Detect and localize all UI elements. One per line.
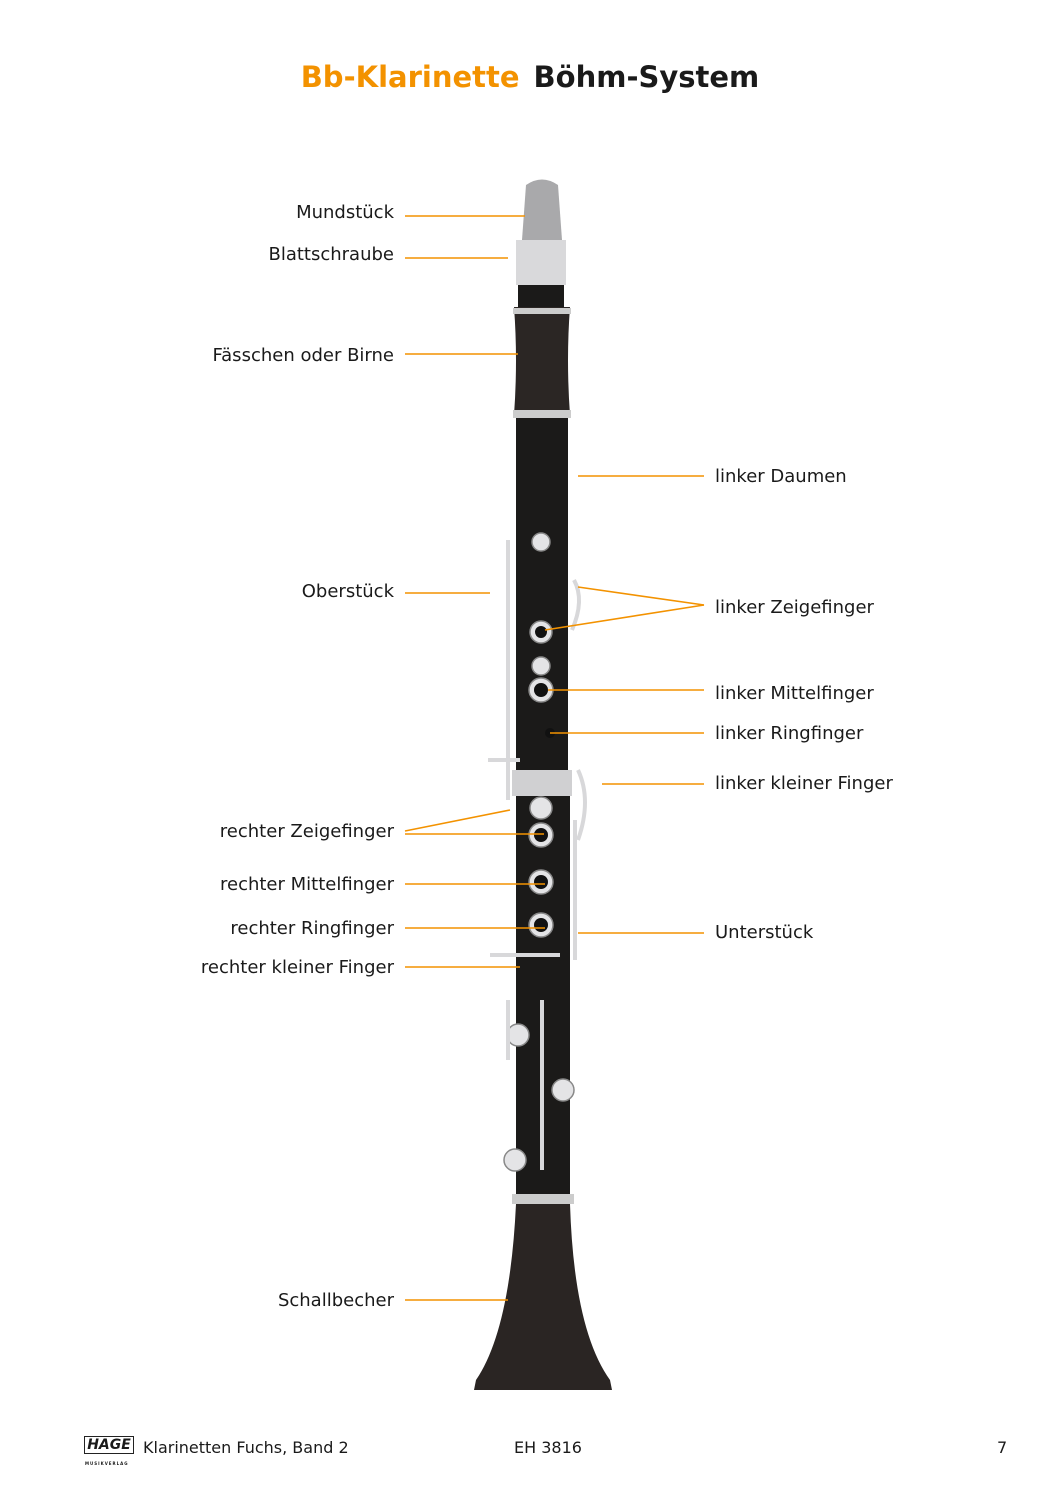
- label-rechter-mittelfinger: rechter Mittelfinger: [219, 874, 394, 895]
- ligature: [516, 240, 566, 285]
- title-system: Böhm-System: [533, 60, 760, 94]
- label-blattschraube: Blattschraube: [268, 244, 394, 265]
- label-linker-ringfinger: linker Ringfinger: [715, 723, 864, 744]
- label-unterstueck: Unterstück: [715, 922, 814, 943]
- label-linker-mittelfinger: linker Mittelfinger: [715, 683, 874, 704]
- mouthpiece: [522, 179, 562, 240]
- footer-book-title: Klarinetten Fuchs, Band 2: [143, 1438, 349, 1457]
- page-title: Bb-Klarinette Böhm-System: [0, 60, 1060, 94]
- label-schallbecher: Schallbecher: [277, 1290, 394, 1311]
- label-rechter-zeigefinger: rechter Zeigefinger: [219, 821, 394, 842]
- upper-joint: [516, 418, 568, 798]
- label-faesschen: Fässchen oder Birne: [212, 345, 394, 366]
- label-rechter-kleiner-finger: rechter kleiner Finger: [200, 957, 394, 978]
- title-instrument: Bb-Klarinette: [300, 60, 520, 94]
- clarinet-image: [474, 179, 612, 1390]
- page-number: 7: [997, 1438, 1008, 1457]
- label-linker-zeigefinger: linker Zeigefinger: [715, 597, 874, 618]
- barrel: [514, 307, 570, 415]
- label-linker-kleiner-finger: linker kleiner Finger: [715, 773, 893, 794]
- label-mundstueck: Mundstück: [296, 202, 394, 223]
- bell: [474, 1204, 612, 1390]
- footer-edition-code: EH 3816: [514, 1438, 582, 1457]
- label-linker-daumen: linker Daumen: [715, 466, 847, 487]
- label-oberstueck: Oberstück: [301, 581, 394, 602]
- leader-lines: [404, 215, 705, 1301]
- label-rechter-ringfinger: rechter Ringfinger: [230, 918, 394, 939]
